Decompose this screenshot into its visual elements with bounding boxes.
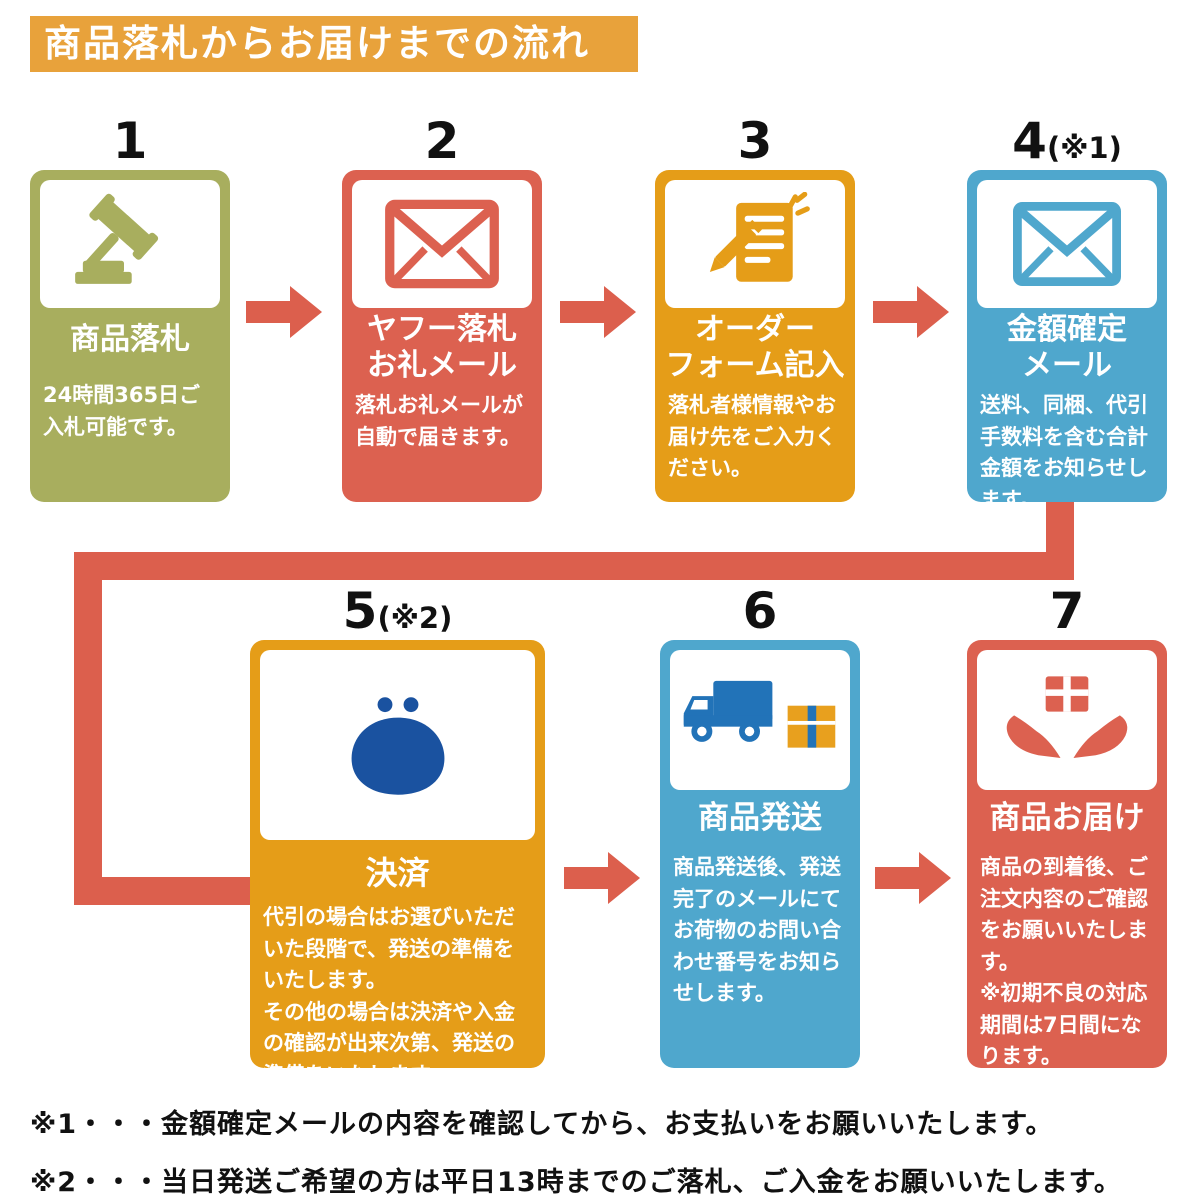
step-title: 決済 <box>365 854 430 892</box>
arrow-right-icon <box>873 286 949 338</box>
flow-connector-segment <box>74 552 1074 580</box>
purse-icon <box>351 696 444 795</box>
flow-connector-segment <box>74 877 252 905</box>
step-card-thanks-mail: ヤフー落札 お礼メール 落札お礼メールが自動で届きます。 <box>342 170 542 502</box>
step-desc: 落札お礼メールが自動で届きます。 <box>355 393 523 449</box>
step-number-7: 7 <box>1049 582 1085 640</box>
step-number-3: 3 <box>737 112 773 170</box>
step-card-auction-won: 商品落札 24時間365日ご入札可能です。 <box>30 170 230 502</box>
step-number-6: 6 <box>742 582 778 640</box>
step-card-order-form: オーダー フォーム記入 落札者様情報やお届け先をご入力ください。 <box>655 170 855 502</box>
step-desc: 落札者様情報やお届け先をご入力ください。 <box>668 393 836 480</box>
delivery-hands-icon <box>1006 676 1128 759</box>
step-number-4: 4(※1) <box>1012 112 1122 170</box>
icon-box <box>40 180 220 308</box>
mail-icon <box>1013 202 1121 286</box>
mail-icon <box>385 199 499 289</box>
step-title: 商品落札 <box>70 322 190 357</box>
step-number-2: 2 <box>424 112 460 170</box>
gavel-icon <box>75 193 159 284</box>
step-card-shipping: 商品発送 商品発送後、発送完了のメールにてお荷物のお問い合わせ番号をお知らせしま… <box>660 640 860 1068</box>
page-title: 商品落札からお届けまでの流れ <box>30 16 638 72</box>
step-card-delivery: 商品お届け 商品の到着後、ご注文内容のご確認をお願いいたします。 ※初期不良の対… <box>967 640 1167 1068</box>
order-form-icon <box>709 192 810 282</box>
step-title: 金額確定 メール <box>1007 312 1127 383</box>
step-title: 商品発送 <box>698 800 822 836</box>
icon-box <box>260 650 535 840</box>
icon-box <box>977 650 1157 790</box>
step-desc: 送料、同梱、代引手数料を含む合計金額をお知らせします。 <box>980 393 1148 512</box>
step-card-payment: 決済 代引の場合はお選びいただいた段階で、発送の準備をいたします。 その他の場合… <box>250 640 545 1087</box>
arrow-right-icon <box>875 852 951 904</box>
arrow-right-icon <box>564 852 640 904</box>
step-desc: 代引の場合はお選びいただいた段階で、発送の準備をいたします。 その他の場合は決済… <box>263 905 515 1087</box>
icon-box <box>670 650 850 790</box>
step-title: 商品お届け <box>989 800 1145 836</box>
step-card-price-mail: 金額確定 メール 送料、同梱、代引手数料を含む合計金額をお知らせします。 <box>967 170 1167 512</box>
icon-box <box>352 180 532 308</box>
footnote-2: ※2・・・当日発送ご希望の方は平日13時までのご落札、ご入金をお願いいたします。 <box>30 1167 1122 1198</box>
arrow-right-icon <box>560 286 636 338</box>
step-desc: 24時間365日ご入札可能です。 <box>43 383 201 439</box>
icon-box <box>977 180 1157 308</box>
step-number-5: 5(※2) <box>342 582 453 640</box>
step-title: ヤフー落札 お礼メール <box>367 312 517 383</box>
step-title: オーダー フォーム記入 <box>665 312 845 383</box>
flow-connector-segment <box>74 552 102 905</box>
icon-box <box>665 180 845 308</box>
footnote-1: ※1・・・金額確定メールの内容を確認してから、お支払いをお願いいたします。 <box>30 1109 1054 1140</box>
step-desc: 商品の到着後、ご注文内容のご確認をお願いいたします。 ※初期不良の対応期間は7日… <box>980 855 1148 1068</box>
truck-icon <box>683 680 836 748</box>
step-desc: 商品発送後、発送完了のメールにてお荷物のお問い合わせ番号をお知らせします。 <box>673 855 841 1005</box>
arrow-right-icon <box>246 286 322 338</box>
step-number-1: 1 <box>112 112 148 170</box>
